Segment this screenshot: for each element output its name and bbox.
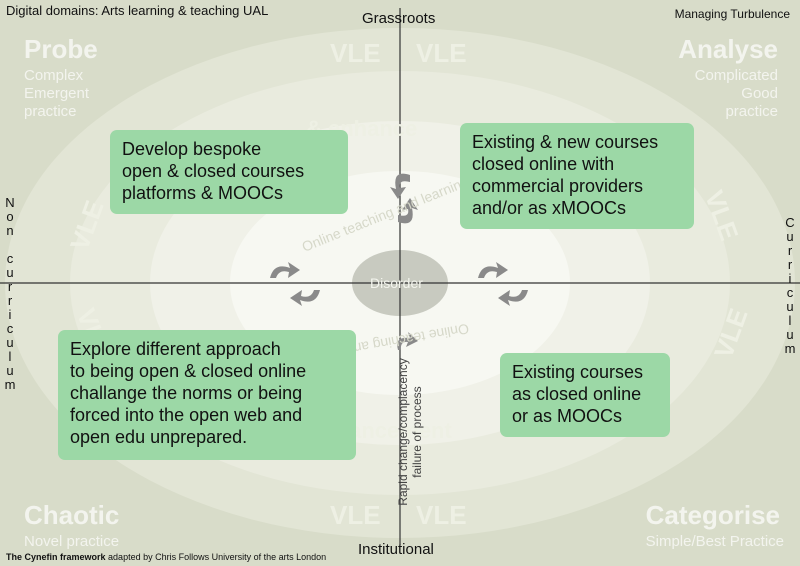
axis-letter: r [7,293,13,308]
axis-letter: i [788,271,792,286]
axis-letter: u [786,327,794,342]
axis-letter: r [787,257,793,272]
axis-letter: r [787,243,793,258]
quadrant-chaotic-sub: Novel practice [24,533,120,550]
box-develop-bespoke: Develop bespoke open & closed courses pl… [110,130,348,214]
rotate-arrows-icon [478,262,528,306]
quadrant-chaotic-title: Chaotic [24,500,120,530]
axis-letter: u [6,363,14,378]
rapid-change-note: Rapid change/complacency failure of proc… [396,358,424,506]
axis-letter: o [6,209,14,224]
diagram-subtitle: Managing Turbulence [674,7,790,21]
box-explore-different-approach: Explore different approach to being open… [58,330,356,460]
axis-letter: u [786,299,794,314]
vle-label: VLE [330,38,381,68]
rotate-arrows-icon [390,173,418,224]
axis-letter: n [6,223,14,238]
axis-letter: i [8,307,12,322]
rotate-arrows-icon [397,332,418,350]
axis-letter: l [788,313,792,328]
disorder-label: Disorder [370,275,423,291]
axis-letter: u [6,265,14,280]
quadrant-analyse-sub: Complicated Good practice [694,67,778,120]
axis-letter: m [784,341,796,356]
box-existing-courses: Existing courses as closed online or as … [500,353,670,437]
vle-label: VLE [416,38,467,68]
axis-letter: C [785,215,795,230]
quadrant-categorise-title: Categorise [645,500,780,530]
axis-letter: c [6,321,14,336]
axis-letter: r [7,279,13,294]
box-existing-new-courses: Existing & new courses closed online wit… [460,123,694,229]
axis-letter: N [5,195,15,210]
rotate-arrows-icon [270,262,320,306]
vle-label: VLE [330,500,381,530]
axis-bottom-label: Institutional [358,541,434,558]
axis-letter: l [8,349,12,364]
axis-letter: m [4,377,16,392]
axis-letter: u [786,229,794,244]
quadrant-categorise-sub: Simple/Best Practice [645,533,784,550]
quadrant-probe-title: Probe [24,34,98,64]
axis-top-label: Grassroots [362,10,436,27]
axis-letter: c [6,251,14,266]
quadrant-probe-sub: Complex Emergent practice [24,67,90,120]
footer-credit: The Cynefin framework adapted by Chris F… [6,552,327,562]
vle-label: VLE [416,500,467,530]
quadrant-analyse-title: Analyse [678,34,778,64]
diagram-title: Digital domains: Arts learning & teachin… [6,3,269,18]
axis-letter: u [6,335,14,350]
axis-letter: c [786,285,794,300]
axis-letter [3,238,17,252]
